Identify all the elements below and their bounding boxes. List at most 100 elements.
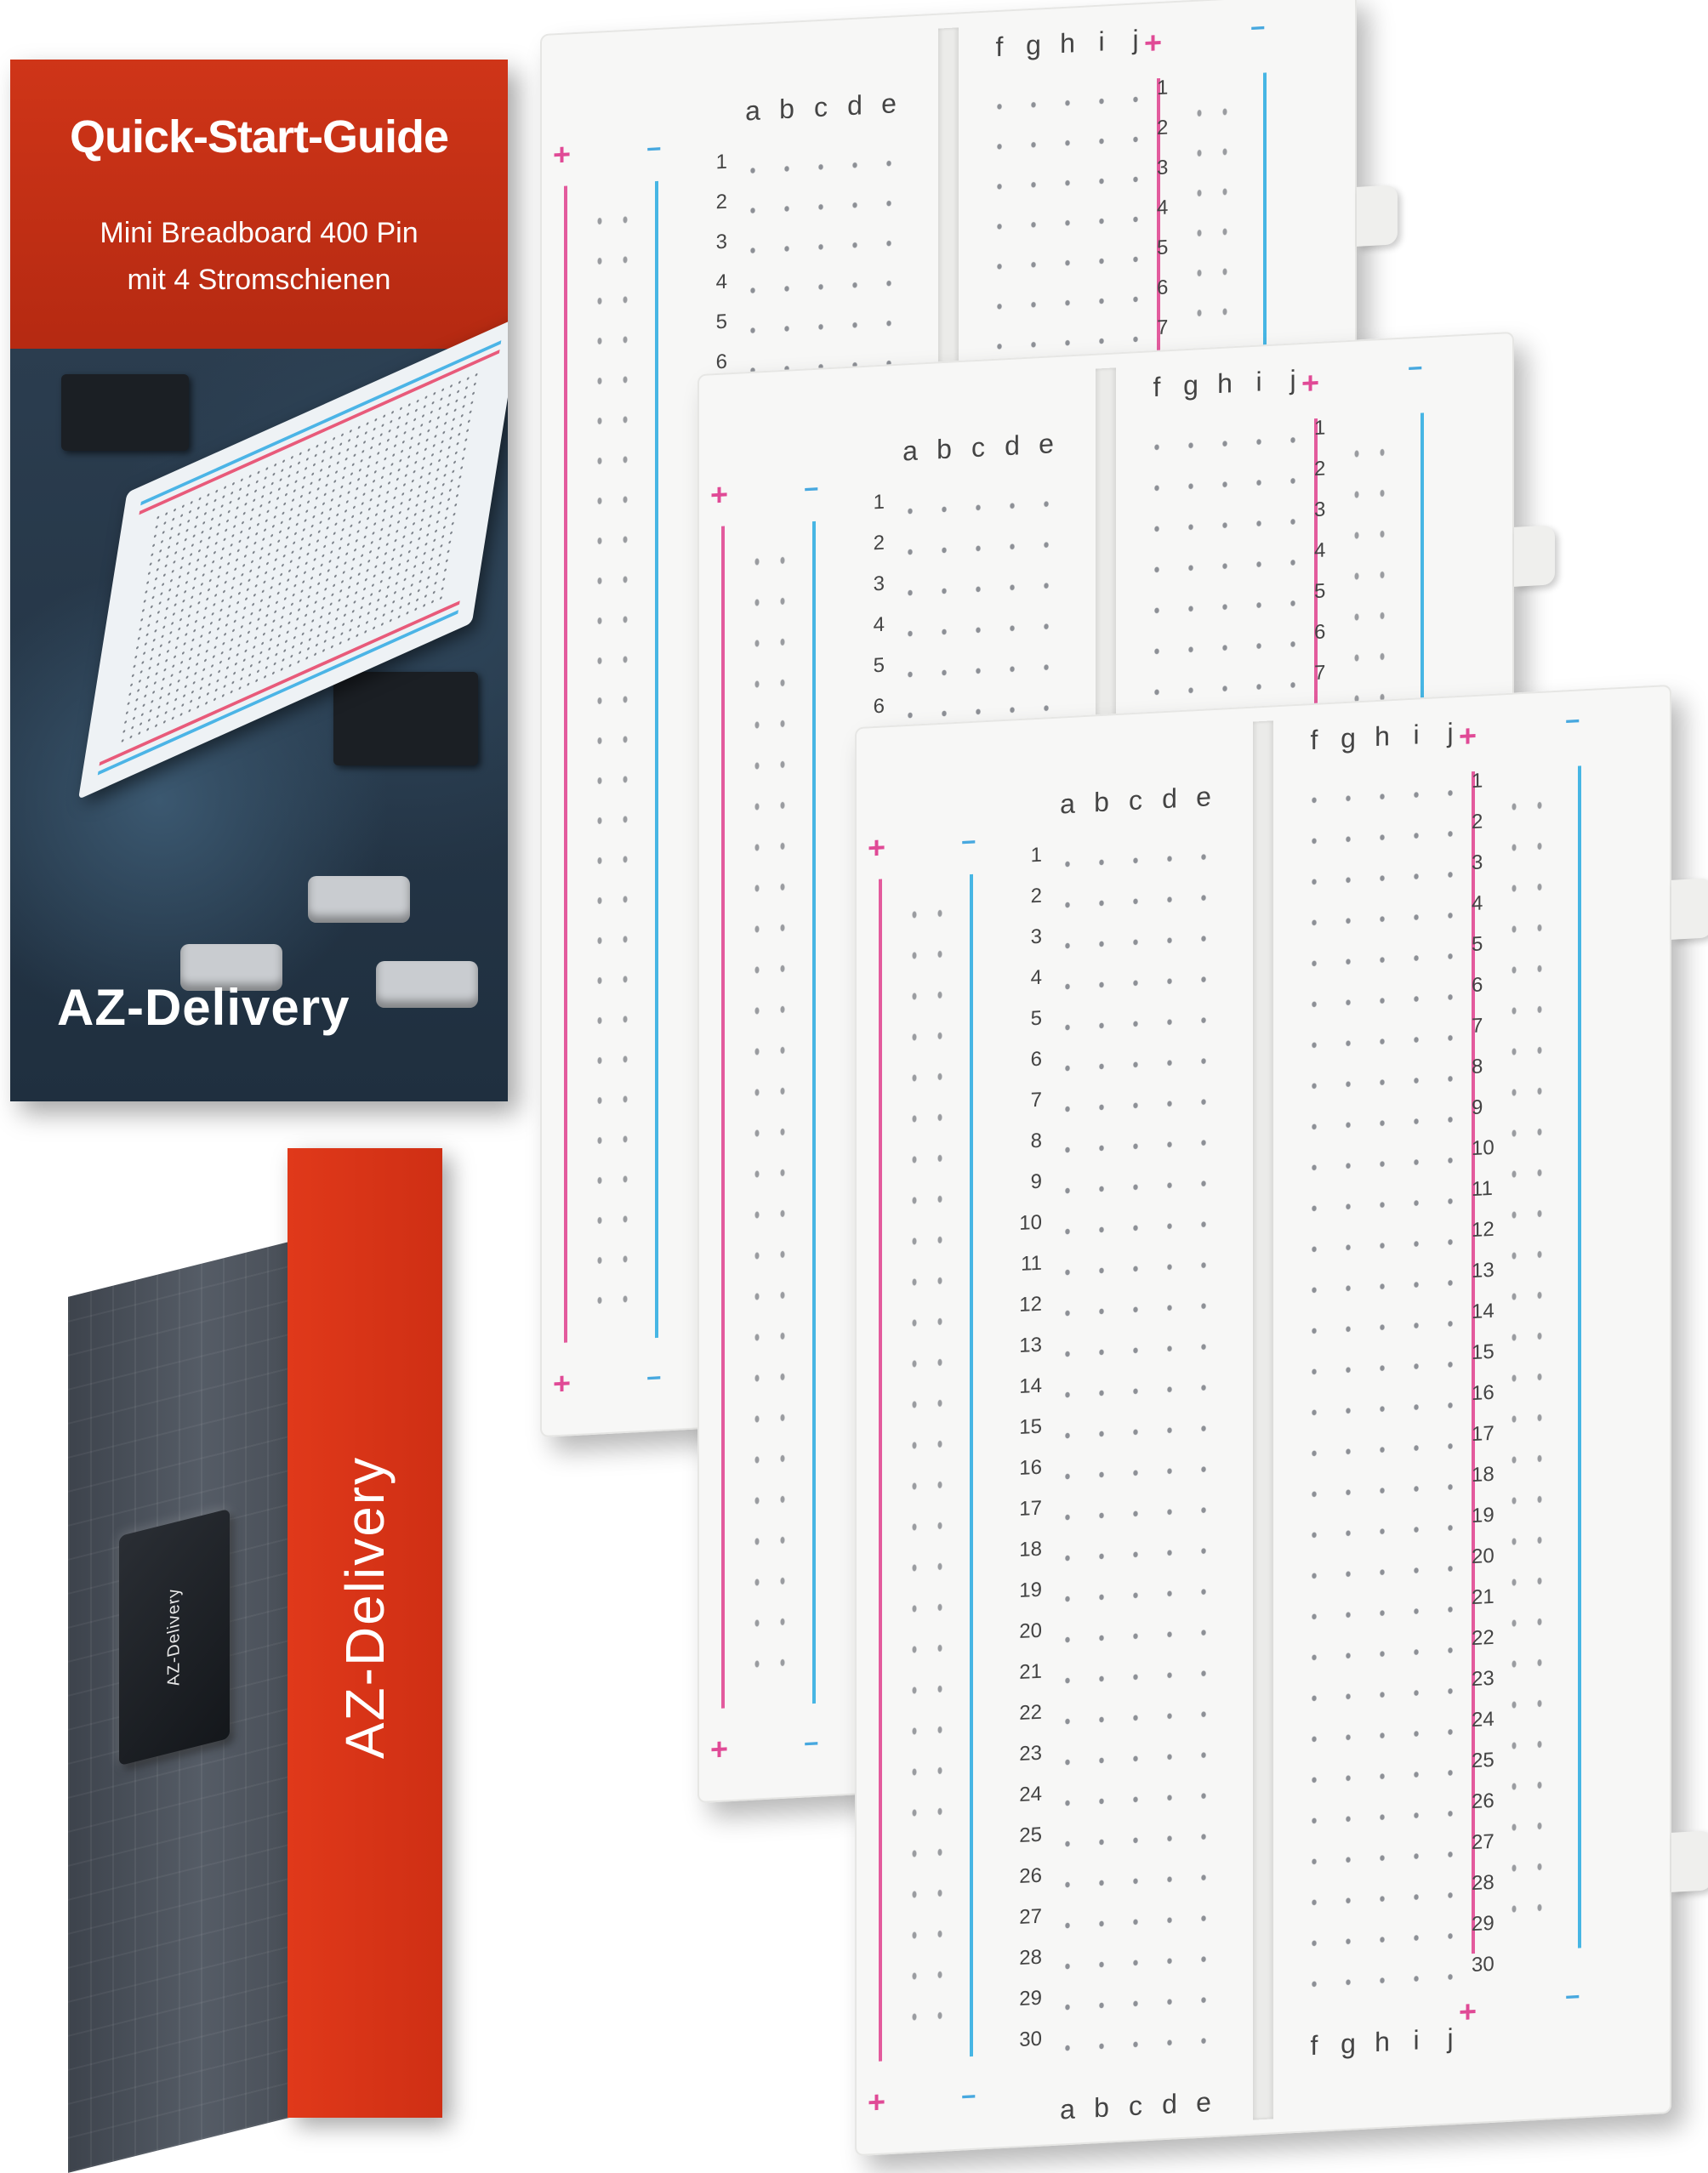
row-number: 7 (1314, 661, 1326, 685)
row-number: 4 (1314, 538, 1326, 563)
rail-plus-marker: + (868, 2084, 886, 2120)
power-rail-holes-left (587, 199, 638, 1325)
column-letter: a (1060, 2093, 1075, 2125)
row-number: 23 (1472, 1666, 1494, 1692)
row-number: 17 (1019, 1496, 1042, 1522)
column-letter: h (1375, 720, 1390, 753)
row-number: 11 (1472, 1176, 1493, 1202)
row-number: 19 (1019, 1578, 1042, 1603)
row-number: 30 (1019, 2027, 1042, 2052)
column-letter: g (1341, 2028, 1356, 2060)
row-number: 2 (715, 190, 727, 214)
row-number: 10 (1019, 1210, 1042, 1236)
product-box: AZ-Delivery AZ-Delivery (68, 1148, 442, 2173)
row-number: 18 (1472, 1462, 1494, 1488)
pcb-capacitor-icon (308, 876, 410, 923)
connector-tab (1514, 525, 1555, 587)
row-number: 12 (1472, 1217, 1494, 1243)
terminal-holes-f-j (1297, 771, 1467, 2005)
column-letter: e (1196, 2086, 1211, 2119)
rail-minus-marker: − (1250, 14, 1266, 43)
row-number: 22 (1019, 1700, 1042, 1726)
row-number: 29 (1019, 1986, 1042, 2011)
guide-subtitle-line2: mit 4 Stromschienen (127, 264, 391, 296)
row-number: 8 (1030, 1129, 1042, 1153)
box-chip-icon: AZ-Delivery (119, 1508, 230, 1766)
rail-red-line-left (879, 879, 882, 2062)
row-number: 30 (1472, 1952, 1494, 1977)
rail-red-line-left (564, 185, 567, 1343)
row-number: 6 (1030, 1047, 1042, 1072)
box-chip-label: AZ-Delivery (164, 1585, 184, 1689)
row-number: 24 (1472, 1707, 1494, 1732)
row-number: 21 (1019, 1659, 1042, 1685)
column-letter: f (1310, 2029, 1318, 2062)
row-number: 17 (1472, 1421, 1494, 1447)
column-letter: a (745, 94, 760, 127)
pcb-capacitor-icon (180, 944, 282, 991)
guide-subtitle-line1: Mini Breadboard 400 Pin (100, 217, 418, 249)
row-number: 7 (1157, 316, 1169, 340)
rail-plus-marker: + (710, 1731, 729, 1767)
row-number: 6 (1314, 620, 1326, 645)
column-letter: c (971, 431, 985, 464)
row-number: 2 (1030, 884, 1042, 908)
row-number: 5 (1157, 236, 1169, 260)
pcb-chip-icon (61, 374, 189, 451)
row-number: 2 (873, 531, 885, 555)
column-letter: b (1094, 2091, 1109, 2124)
rail-blue-line-left (812, 520, 816, 1704)
row-number: 5 (1472, 932, 1483, 957)
row-number: 1 (715, 150, 727, 174)
rail-blue-line-right (1578, 765, 1581, 1948)
column-letter: i (1413, 2024, 1420, 2056)
column-letter: c (1129, 2090, 1142, 2122)
row-number: 13 (1019, 1333, 1042, 1358)
row-number: 5 (715, 310, 727, 334)
column-letter: j (1447, 717, 1454, 748)
column-letter: f (995, 31, 1004, 63)
row-number: 3 (1472, 850, 1483, 875)
column-letter: i (1255, 366, 1262, 397)
row-number: 15 (1019, 1414, 1042, 1440)
pcb-capacitor-icon (376, 961, 478, 1008)
row-number: 1 (1472, 769, 1483, 794)
row-number: 27 (1472, 1829, 1494, 1855)
rail-minus-marker: − (961, 2082, 976, 2112)
row-number: 11 (1021, 1251, 1042, 1276)
column-letter: f (1153, 371, 1161, 403)
column-letter: i (1098, 26, 1105, 57)
row-number: 26 (1472, 1789, 1494, 1814)
column-letter: d (847, 89, 863, 122)
row-number: 16 (1472, 1380, 1494, 1406)
row-number: 10 (1472, 1135, 1494, 1161)
row-number: 1 (1030, 843, 1042, 867)
row-number: 3 (715, 230, 727, 254)
row-number: 15 (1472, 1340, 1494, 1365)
connector-tab (1671, 1830, 1708, 1892)
row-number: 4 (1472, 891, 1483, 916)
row-number: 28 (1019, 1945, 1042, 1971)
column-letter: a (1060, 788, 1075, 820)
column-letter: a (902, 435, 918, 467)
center-channel (1253, 720, 1273, 2120)
rail-blue-line-left (970, 873, 973, 2057)
row-number: 6 (715, 350, 727, 374)
rail-plus-marker: + (710, 476, 729, 513)
row-number: 1 (873, 490, 885, 515)
row-number: 14 (1472, 1299, 1494, 1324)
row-number: 20 (1472, 1544, 1494, 1569)
row-number: 1 (1157, 76, 1169, 100)
rail-minus-marker: − (804, 1729, 819, 1759)
row-number: 3 (1030, 924, 1042, 949)
rail-plus-marker: + (868, 829, 886, 866)
column-letter: h (1060, 27, 1075, 60)
rail-plus-marker: + (553, 136, 572, 173)
